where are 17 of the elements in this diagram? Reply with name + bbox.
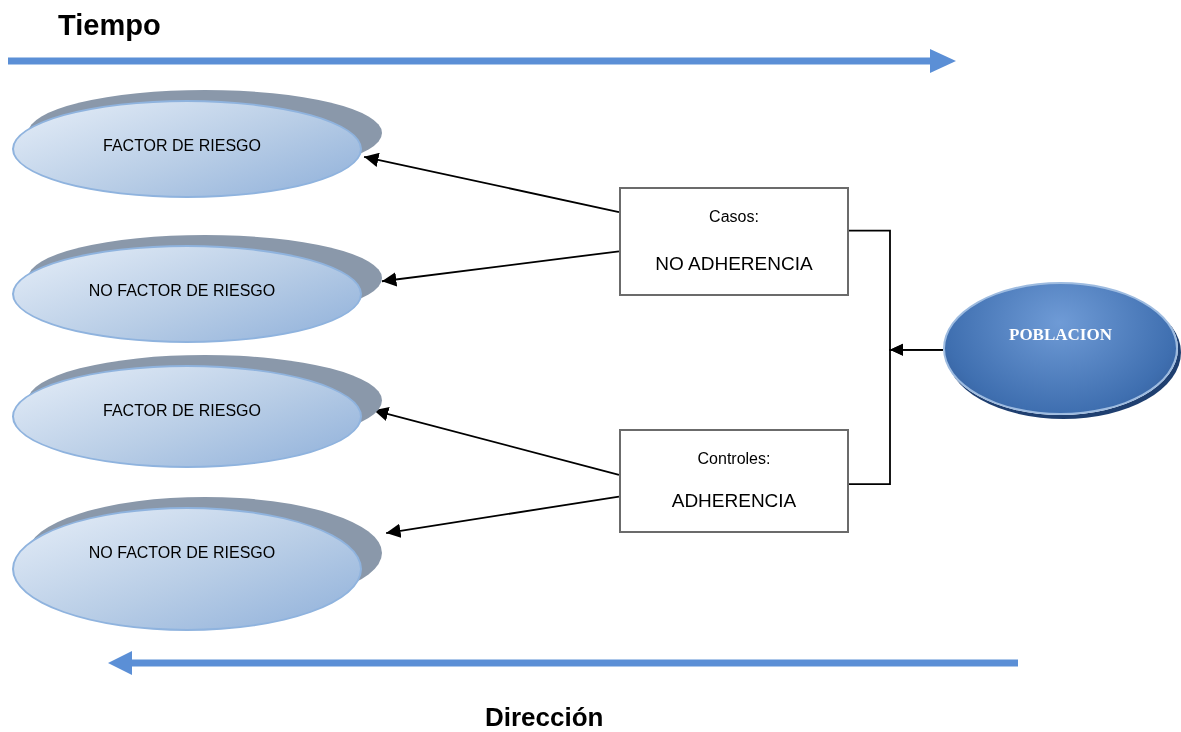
- ellipse-text: FACTOR DE RIESGO: [103, 401, 261, 421]
- arrow: [381, 250, 620, 287]
- arrow: [385, 495, 620, 538]
- process-box: [619, 187, 849, 296]
- ellipse-text: NO FACTOR DE RIESGO: [88, 543, 276, 563]
- ellipse-text: NO FACTOR DE RIESGO: [88, 281, 276, 301]
- box-text: Casos:: [709, 207, 759, 227]
- box-text: Controles:: [697, 449, 771, 469]
- box-text: ADHERENCIA: [671, 488, 797, 513]
- process-box: [619, 429, 849, 533]
- bracket-connector: [848, 343, 944, 485]
- axis-title: Tiempo: [58, 8, 161, 43]
- box-text: NO ADHERENCIA: [655, 251, 813, 276]
- arrow: [363, 152, 620, 213]
- axis-title: Dirección: [485, 701, 604, 732]
- ellipse-text: POBLACION: [1009, 324, 1112, 346]
- ellipse-text: FACTOR DE RIESGO: [103, 136, 261, 156]
